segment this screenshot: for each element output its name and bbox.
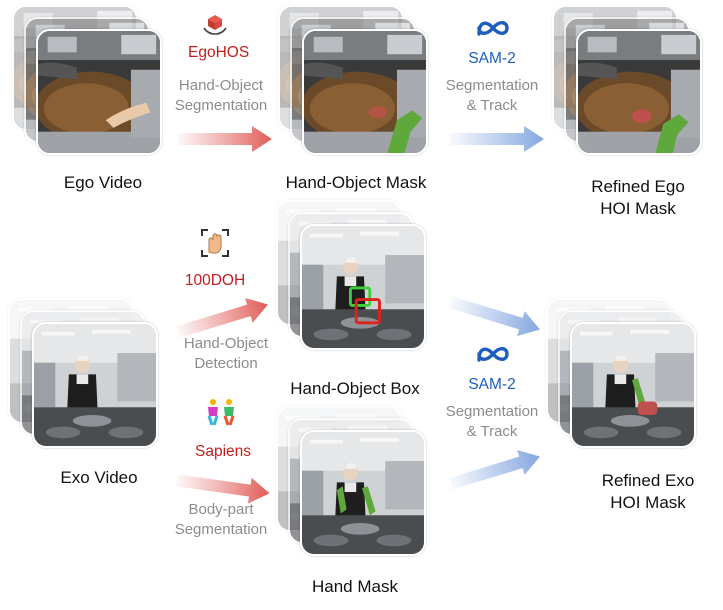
hand-object-box-stack (276, 200, 426, 350)
hand-mask-caption: Hand Mask (312, 577, 398, 596)
hand-mask-stack (276, 406, 426, 556)
egohos-desc-2: Segmentation (174, 97, 268, 114)
sam2-label-exo: SAM-2 (468, 376, 516, 393)
100doh-label: 100DOH (184, 272, 246, 289)
exo-video-stack (8, 298, 158, 448)
exo-arrow-det (176, 297, 268, 338)
sapiens-desc-2: Segmentation (174, 521, 268, 538)
handmask-frame-front (300, 430, 426, 556)
ego-arrow-2 (450, 126, 544, 152)
exo-frame-front (32, 322, 158, 448)
ego-video-caption: Ego Video (63, 173, 143, 192)
mask-frame-front (302, 29, 428, 155)
sam2-desc-exo-2: & Track (466, 423, 518, 440)
refined-ego-stack (552, 5, 702, 155)
sam2-desc-exo-1: Segmentation (445, 403, 539, 420)
exo-video-caption: Exo Video (60, 468, 138, 487)
refined-exo-caption-1: Refined Exo (601, 471, 695, 490)
exo-arrow-seg (175, 474, 270, 504)
refined-ego-caption-2: HOI Mask (600, 199, 676, 218)
meta-logo-icon (476, 18, 510, 43)
sam2-desc-ego-1: Segmentation (445, 77, 539, 94)
exo-arrow-mask-out (448, 449, 540, 490)
sam2-desc-ego-2: & Track (466, 97, 518, 114)
refined-exo-caption-2: HOI Mask (610, 493, 686, 512)
ego-video-stack (12, 5, 162, 155)
refined-exo-stack (546, 298, 696, 448)
egohos-icon (202, 12, 228, 43)
100doh-desc-2: Detection (194, 355, 258, 372)
egohos-label: EgoHOS (188, 44, 250, 61)
hand-object-mask-caption: Hand-Object Mask (285, 173, 427, 192)
sapiens-label: Sapiens (194, 443, 251, 460)
hand-detect-icon (200, 228, 230, 263)
hand-object-box-caption: Hand-Object Box (290, 379, 420, 398)
refined-ego-caption-1: Refined Ego (591, 177, 685, 196)
ego-frame-front (36, 29, 162, 155)
100doh-desc-1: Hand-Object (183, 335, 269, 352)
meta-logo-icon-exo (476, 344, 510, 369)
ego-arrow-1 (178, 126, 272, 152)
refined-ego-frame-front (576, 29, 702, 155)
box-frame-front (300, 224, 426, 350)
sam2-label-ego: SAM-2 (468, 50, 516, 67)
refined-exo-frame-front (570, 322, 696, 448)
sapiens-bodypart-icon (204, 398, 238, 431)
egohos-desc-1: Hand-Object (178, 77, 264, 94)
hand-object-mask-stack (278, 5, 428, 155)
exo-arrow-box-out (448, 296, 540, 337)
sapiens-desc-1: Body-part (188, 501, 254, 518)
